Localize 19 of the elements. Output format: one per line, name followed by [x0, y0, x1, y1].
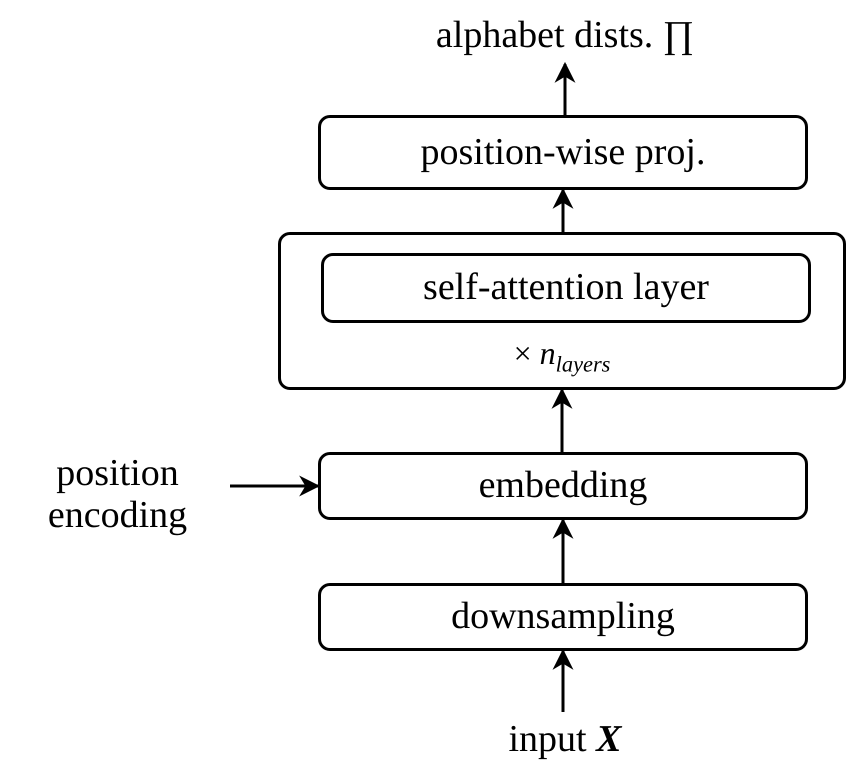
- box-label: downsampling: [451, 596, 675, 638]
- text-label: position encoding: [46, 453, 188, 537]
- process-box: [318, 452, 808, 520]
- text-label: input X: [508, 718, 622, 760]
- process-box: [318, 583, 808, 651]
- text-label: alphabet dists. ∏: [436, 15, 694, 57]
- arrow: [554, 62, 576, 115]
- arrow: [552, 648, 574, 712]
- arrow: [230, 476, 320, 496]
- arrow: [552, 188, 574, 232]
- box-label: self-attention layer: [423, 267, 709, 309]
- arrow: [552, 388, 572, 452]
- repeat-label: × n$_{layers}$: [514, 336, 610, 377]
- process-box: [318, 115, 808, 190]
- arrow: [552, 518, 574, 583]
- box-label: embedding: [478, 465, 648, 507]
- group-box: [278, 232, 846, 390]
- process-box: [321, 253, 811, 323]
- box-label: position-wise proj.: [420, 132, 706, 174]
